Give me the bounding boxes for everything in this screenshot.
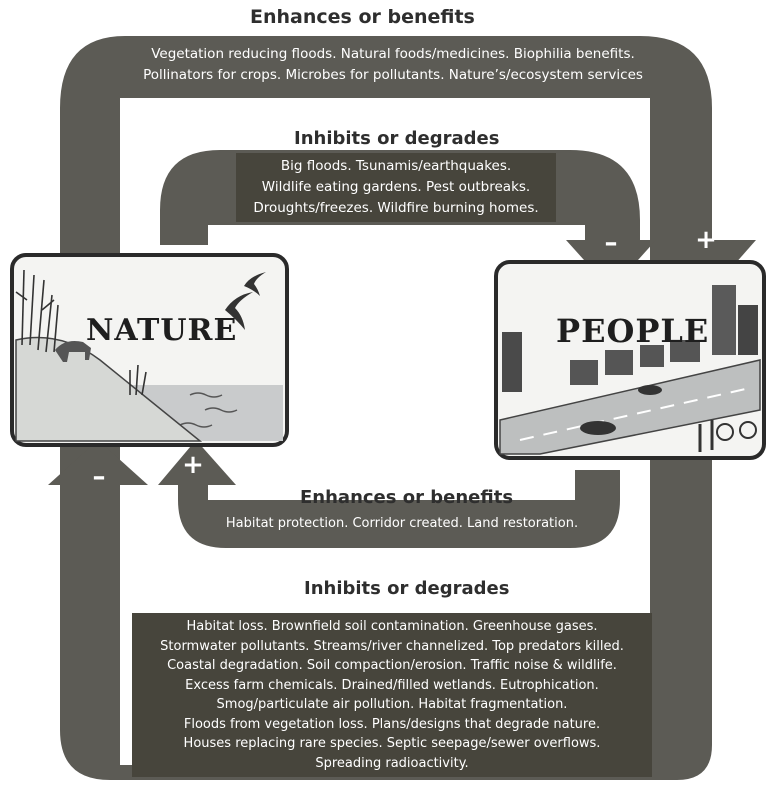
reeds	[15, 269, 147, 396]
plus-sign-people: +	[695, 225, 717, 255]
car	[638, 385, 662, 395]
car	[580, 421, 616, 435]
nature-title: NATURE	[86, 313, 238, 348]
minus-sign-people: –	[604, 228, 618, 258]
outer-bottom-line: Stormwater pollutants. Streams/river cha…	[160, 638, 624, 654]
building	[502, 332, 522, 392]
bicycle	[739, 421, 757, 439]
outer-bottom-line: Habitat loss. Brownfield soil contaminat…	[186, 619, 598, 634]
nature-panel	[10, 253, 289, 447]
outer-bottom-line: Spreading radioactivity.	[315, 755, 469, 771]
arrow-plus-to-nature	[158, 440, 236, 485]
bird	[225, 292, 253, 330]
outer-bottom-label: Inhibits or degrades	[304, 578, 510, 599]
people-panel	[494, 260, 766, 460]
minus-sign-nature: –	[92, 462, 106, 492]
house	[670, 340, 700, 362]
outer-top-line: Pollinators for crops. Microbes for poll…	[143, 67, 643, 83]
inner-top-line: Wildlife eating gardens. Pest outbreaks.	[261, 179, 531, 195]
deer	[55, 341, 91, 362]
outer-top-box: Vegetation reducing floods. Natural food…	[128, 40, 658, 96]
building	[712, 285, 736, 355]
house	[605, 350, 633, 375]
outer-bottom-line: Excess farm chemicals. Drained/filled we…	[185, 677, 599, 693]
building	[738, 305, 758, 355]
inner-top-label: Inhibits or degrades	[294, 128, 500, 149]
inner-top-box: Big floods. Tsunamis/earthquakes. Wildli…	[236, 153, 556, 222]
inner-bottom-line: Habitat protection. Corridor created. La…	[225, 516, 579, 531]
plus-sign-nature: +	[182, 450, 204, 480]
road	[499, 359, 761, 455]
outer-bottom-line: Smog/particulate air pollution. Habitat …	[216, 697, 568, 712]
inner-top-line: Big floods. Tsunamis/earthquakes.	[280, 158, 512, 174]
arrow-minus-to-nature	[48, 440, 148, 485]
inner-top-line: Droughts/freezes. Wildfire burning homes…	[253, 200, 539, 216]
outer-top-line: Vegetation reducing floods. Natural food…	[151, 46, 635, 62]
inner-bottom-loop-band	[178, 470, 620, 548]
outer-bottom-line: Houses replacing rare species. Septic se…	[183, 736, 601, 751]
outer-top-label: Enhances or benefits	[250, 6, 475, 28]
outer-bottom-box: Habitat loss. Brownfield soil contaminat…	[132, 613, 652, 777]
people-title: PEOPLE	[556, 312, 710, 350]
outer-bottom-line: Coastal degradation. Soil compaction/ero…	[167, 658, 617, 673]
inner-bottom-box: Habitat protection. Corridor created. La…	[212, 512, 592, 536]
outer-bottom-line: Floods from vegetation loss. Plans/desig…	[183, 716, 601, 732]
house	[640, 345, 664, 367]
house	[570, 360, 598, 385]
bird	[244, 272, 266, 296]
inner-bottom-label: Enhances or benefits	[300, 487, 514, 508]
